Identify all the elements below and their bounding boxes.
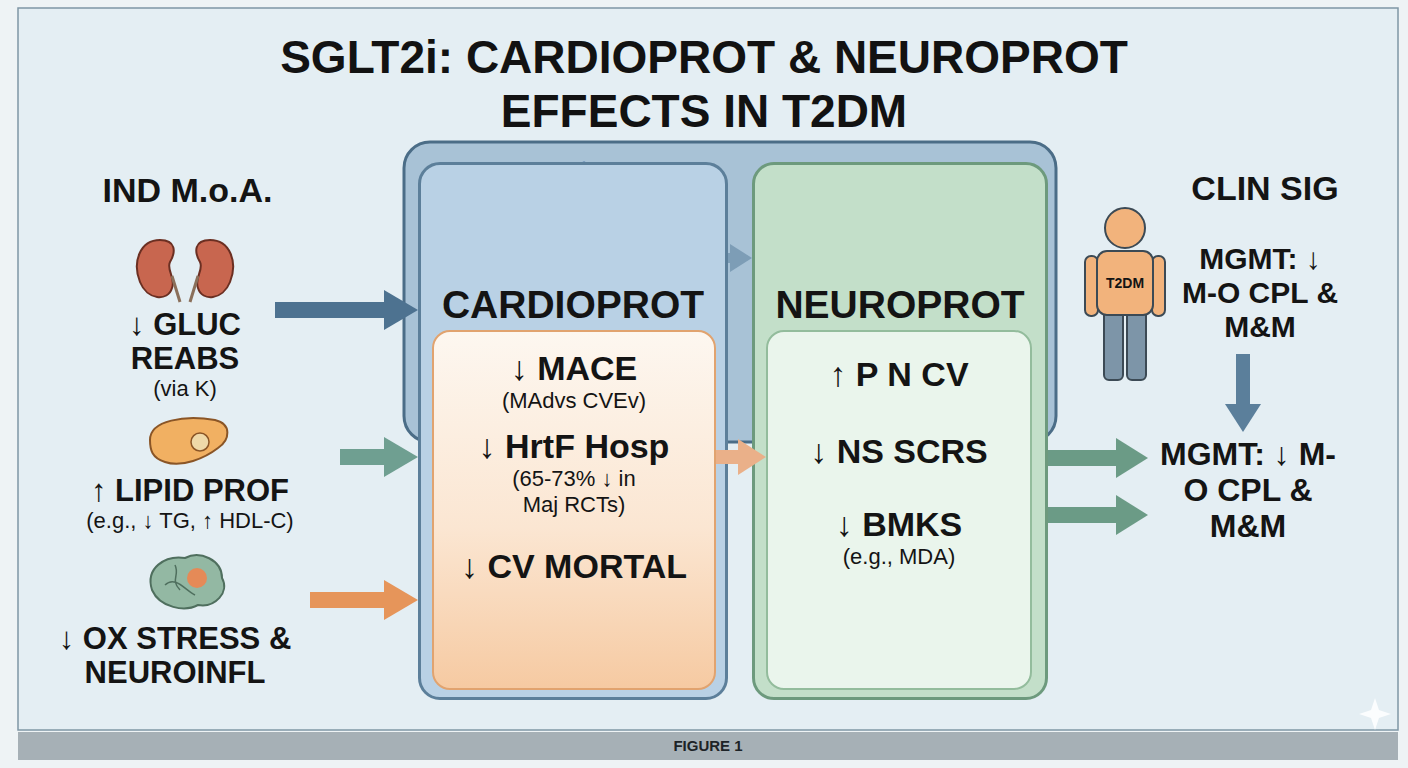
flow-arrow (340, 449, 398, 465)
diagram-title: SGLT2i: CARDIOPROT & NEUROPROT EFFECTS I… (224, 30, 1184, 138)
node-text: (via K) (101, 376, 269, 402)
node-heading: NEUROPROT (761, 283, 1039, 327)
node-heading: ↑ LIPID PROF (46, 474, 334, 508)
flow-arrow (1236, 354, 1250, 415)
node-heading: MGMT: ↓ M-O CPL & M&M (1154, 436, 1342, 544)
inflammation-spot (187, 568, 207, 588)
node-text: (e.g., ↓ TG, ↑ HDL-C) (46, 508, 334, 534)
flow-arrow (716, 450, 749, 464)
management-item: MGMT: ↓ M-O CPL & M&M (1148, 432, 1348, 550)
flow-arrow (1048, 450, 1129, 466)
mechanism-item: ↑ LIPID PROF(e.g., ↓ TG, ↑ HDL-C) (40, 412, 340, 542)
node-text: ↓ HrtF Hosp (440, 426, 708, 466)
figure-caption: FIGURE 1 (18, 732, 1398, 760)
node-text: (e.g., MDA) (774, 544, 1024, 570)
node-text: (65-73% ↓ in Maj RCTs) (494, 466, 654, 518)
kidney-icon (196, 240, 233, 297)
management-item: MGMT: ↓ M-O CPL & M&M (1172, 238, 1348, 354)
page-frame (18, 8, 1398, 730)
liver-icon (150, 418, 227, 464)
person-head (1105, 208, 1145, 248)
node-heading: CARDIOPROT (427, 283, 719, 327)
outcome-box: ↑ P N CV ↓ NS SCRS ↓ BMKS(e.g., MDA) (766, 330, 1032, 690)
flow-arrow (310, 592, 398, 608)
effect-panel: NEUROPROT ↑ P N CV ↓ NS SCRS ↓ BMKS(e.g., M… (752, 162, 1048, 700)
node-heading: ↓ MACE (440, 348, 708, 388)
mechanism-item: ↓ OX STRESS & NEUROINFL (40, 552, 310, 692)
node-text: ↓ CV MORTAL (440, 546, 708, 586)
outcome-box: ↓ MACE(MAdvs CVEv) ↓ HrtF Hosp(65-73% ↓ i… (432, 330, 716, 690)
figure-tag: T2DM (1097, 274, 1153, 292)
node-text: (MAdvs CVEv) (440, 388, 708, 414)
node-heading: ↑ P N CV (774, 354, 1024, 394)
effect-panel: CARDIOPROT ↓ MACE(MAdvs CVEv) ↓ HrtF Hosp(… (418, 162, 728, 700)
watermark-sparkle (1359, 698, 1391, 730)
flow-arrow (1048, 507, 1129, 523)
ureter-line (172, 276, 198, 302)
flow-arrow (275, 302, 398, 318)
caption-bar (18, 732, 1398, 760)
node-heading: MGMT: ↓ M-O CPL & M&M (1178, 242, 1342, 344)
node-heading: ↓ GLUC REABS (101, 308, 269, 376)
node-heading: ↓ OX STRESS & NEUROINFL (46, 622, 304, 690)
node-text: ↓ BMKS (774, 504, 1024, 544)
person-torso (1097, 251, 1153, 315)
column-heading: IND M.o.A. (30, 170, 345, 210)
person-leg (1127, 310, 1146, 380)
brain-icon (151, 555, 225, 608)
flow-arrow (728, 253, 739, 263)
column-heading: CLIN SIG (1130, 168, 1400, 208)
liver-spot (191, 433, 209, 451)
person-leg (1104, 310, 1123, 380)
mechanism-item: ↓ GLUC REABS(via K) (95, 228, 275, 410)
node-text: ↓ NS SCRS (774, 431, 1024, 471)
kidney-icon (137, 240, 174, 297)
